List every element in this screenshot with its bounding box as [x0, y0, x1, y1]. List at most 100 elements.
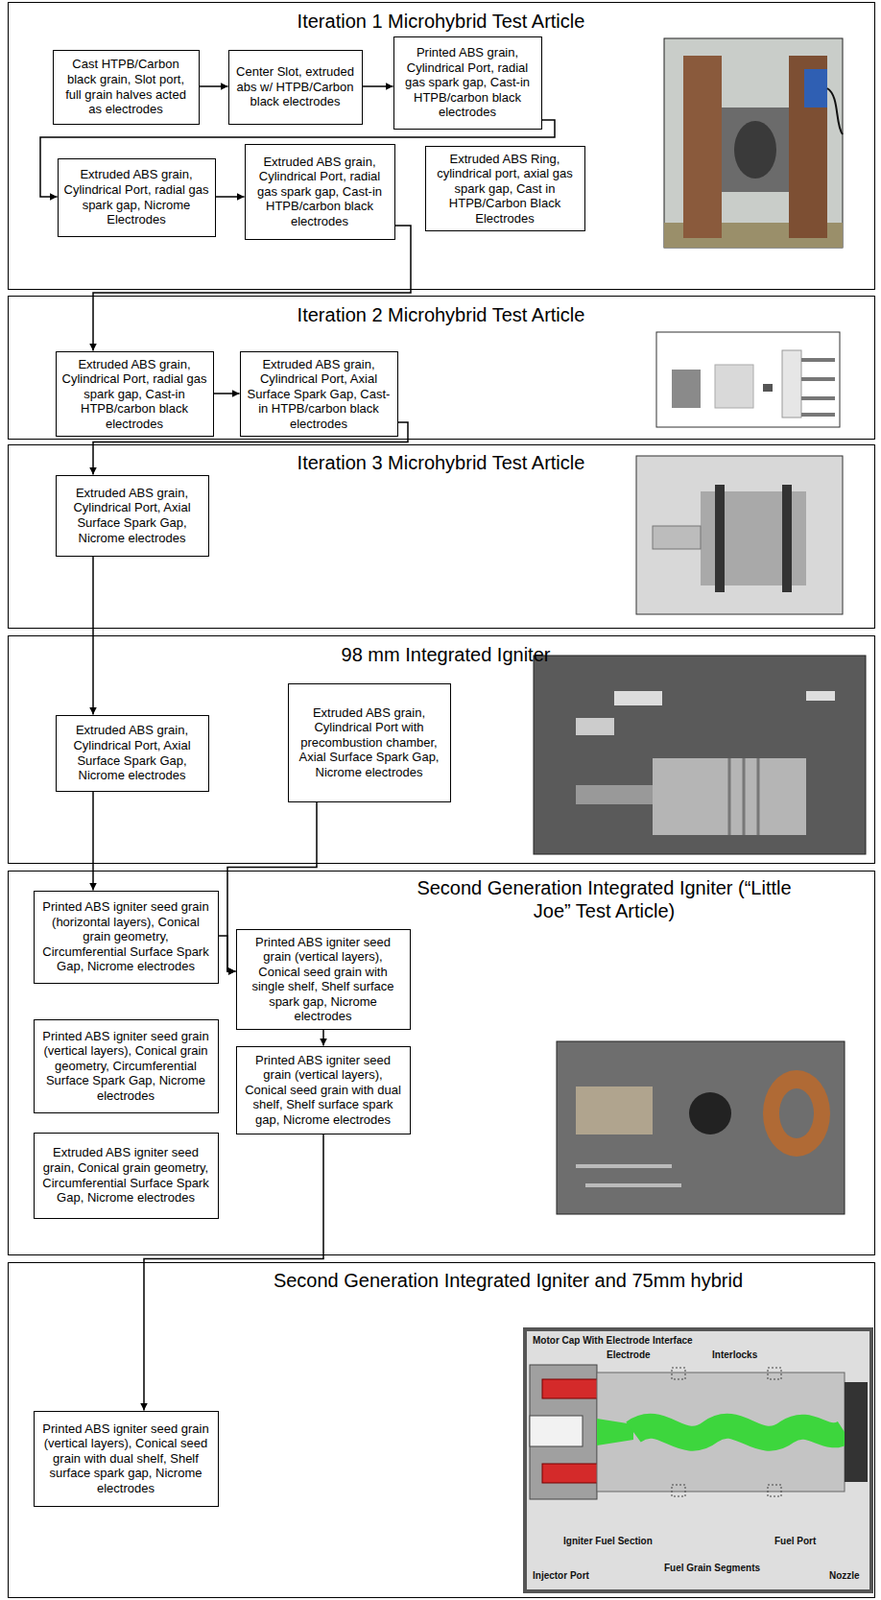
box-text: Center Slot, extruded abs w/ HTPB/Carbon…: [235, 64, 357, 110]
section-panel: Iteration 1 Microhybrid Test ArticleCast…: [7, 1, 876, 290]
box-text: Printed ABS igniter seed grain (vertical…: [40, 1421, 213, 1497]
process-box: Extruded ABS igniter seed grain, Conical…: [33, 1132, 219, 1219]
flow-arrow: [92, 791, 95, 891]
igniter-part: [614, 690, 663, 706]
injector-port: [529, 1415, 583, 1447]
box-text: Printed ABS igniter seed grain (vertical…: [242, 934, 405, 1025]
part-label: Injector Port: [530, 1570, 592, 1582]
process-box: Center Slot, extruded abs w/ HTPB/Carbon…: [228, 49, 363, 125]
flow-arrow: [93, 225, 411, 352]
box-text: Printed ABS igniter seed grain (horizont…: [40, 899, 213, 975]
copper-coil: [762, 1070, 831, 1157]
section-panel: Second Generation Integrated Igniter (“L…: [7, 870, 876, 1256]
box-text: Cast HTPB/Carbon black grain, Slot port,…: [59, 56, 193, 117]
bolts: [801, 359, 835, 415]
box-text: Extruded ABS grain, Cylindrical Port, Ax…: [62, 722, 203, 783]
process-box: Extruded ABS grain, Cylindrical Port, ra…: [244, 143, 396, 240]
part-label: Igniter Fuel Section: [561, 1535, 655, 1548]
process-box: Printed ABS igniter seed grain (horizont…: [33, 890, 219, 984]
box-text: Extruded ABS grain, Cylindrical Port, Ax…: [62, 485, 203, 546]
feed-pipe: [575, 785, 653, 805]
photo-frame: [636, 455, 843, 615]
part-label: Nozzle: [827, 1570, 862, 1582]
box-text: Printed ABS igniter seed grain (vertical…: [242, 1052, 405, 1128]
part-label: Interlocks: [710, 1349, 760, 1361]
coil-core: [779, 1088, 814, 1139]
box-text: Extruded ABS grain, Cylindrical Port wit…: [294, 705, 445, 781]
process-box: Printed ABS igniter seed grain (vertical…: [236, 1046, 411, 1135]
process-box: Extruded ABS grain, Cylindrical Port wit…: [287, 683, 452, 803]
interlock: [671, 1484, 686, 1497]
flow-arrow: [199, 85, 229, 88]
motor-cap: [575, 1086, 653, 1135]
flow-arrow: [362, 85, 394, 88]
grain-block: [714, 364, 754, 408]
cylinder-grooves: [729, 758, 759, 835]
electrode-part: [762, 383, 773, 392]
wood-block: [788, 55, 828, 239]
process-box: Printed ABS igniter seed grain (vertical…: [33, 1019, 219, 1114]
grain-port: [734, 120, 777, 179]
interlock: [767, 1484, 782, 1497]
box-text: Extruded ABS grain, Cylindrical Port, ra…: [62, 357, 208, 432]
test-article-body: [721, 107, 789, 192]
clamp-plate: [782, 484, 792, 593]
flow-arrow: [322, 1029, 325, 1046]
box-text: Extruded ABS grain, Cylindrical Port, ra…: [251, 154, 389, 230]
process-box: Printed ABS igniter seed grain (vertical…: [33, 1410, 219, 1507]
end-plate: [671, 369, 701, 408]
photo-frame: [533, 655, 866, 855]
process-box: Cast HTPB/Carbon black grain, Slot port,…: [52, 49, 200, 125]
seed-grain: [689, 1092, 732, 1135]
process-box: Extruded ABS grain, Cylindrical Port, Ax…: [239, 351, 399, 438]
photo-frame: [556, 1041, 845, 1215]
electrode: [542, 1379, 602, 1399]
box-text: Extruded ABS grain, Cylindrical Port, Ax…: [246, 357, 392, 432]
blue-tape: [804, 69, 828, 108]
nozzle: [844, 1381, 868, 1482]
part-label: Fuel Port: [772, 1535, 818, 1548]
interlock: [767, 1367, 782, 1380]
box-text: Printed ABS igniter seed grain (vertical…: [40, 1028, 213, 1104]
part-label: Electrode: [604, 1349, 653, 1361]
section-panel: Iteration 2 Microhybrid Test ArticleExtr…: [7, 295, 876, 440]
figure-ground: [526, 1331, 870, 1590]
figure-frame: [523, 1327, 874, 1594]
wire: [827, 88, 843, 135]
injector-fitting: [652, 525, 701, 549]
part-label: Fuel Grain Segments: [662, 1562, 762, 1574]
part-label: Motor Cap With Electrode Interface: [530, 1334, 695, 1347]
box-text: Printed ABS grain, Cylindrical Port, rad…: [400, 45, 536, 120]
section-title: Second Generation Integrated Igniter (“L…: [403, 876, 807, 923]
section-panel: Iteration 3 Microhybrid Test ArticleExtr…: [7, 444, 876, 629]
process-box: Extruded ABS grain, Cylindrical Port, Ax…: [55, 475, 210, 557]
igniter-part: [806, 690, 835, 701]
flow-arrow: [215, 195, 245, 198]
photo-frame: [664, 38, 843, 248]
flow-arrow: [214, 392, 240, 395]
section-panel: Second Generation Integrated Igniter and…: [7, 1261, 876, 1598]
process-box: Extruded ABS grain, Cylindrical Port, Ax…: [55, 714, 210, 792]
section-title: Iteration 2 Microhybrid Test Article: [153, 303, 730, 327]
box-text: Extruded ABS igniter seed grain, Conical…: [40, 1144, 213, 1205]
section-title: Iteration 3 Microhybrid Test Article: [153, 451, 730, 475]
igniter-part: [575, 717, 615, 736]
electrode-rods: [575, 1166, 682, 1186]
section-panel: 98 mm Integrated IgniterExtruded ABS gra…: [7, 635, 876, 864]
igniter-cylinder: [652, 758, 807, 835]
end-plate: [782, 350, 802, 418]
process-box: Extruded ABS Ring, cylindrical port, axi…: [425, 145, 586, 233]
motor-case: [596, 1372, 845, 1492]
process-box: Extruded ABS grain, Cylindrical Port, ra…: [57, 158, 216, 238]
photo-frame: [656, 332, 840, 428]
electrode: [542, 1463, 602, 1483]
process-box: Extruded ABS grain, Cylindrical Port, ra…: [55, 351, 215, 438]
process-box: Printed ABS grain, Cylindrical Port, rad…: [393, 36, 543, 130]
box-text: Extruded ABS Ring, cylindrical port, axi…: [431, 151, 579, 227]
section-title: 98 mm Integrated Igniter: [158, 642, 735, 667]
box-text: Extruded ABS grain, Cylindrical Port, ra…: [64, 166, 210, 227]
wood-block: [683, 55, 722, 239]
clamp-plate: [714, 484, 725, 593]
process-box: Printed ABS igniter seed grain (vertical…: [236, 928, 411, 1031]
